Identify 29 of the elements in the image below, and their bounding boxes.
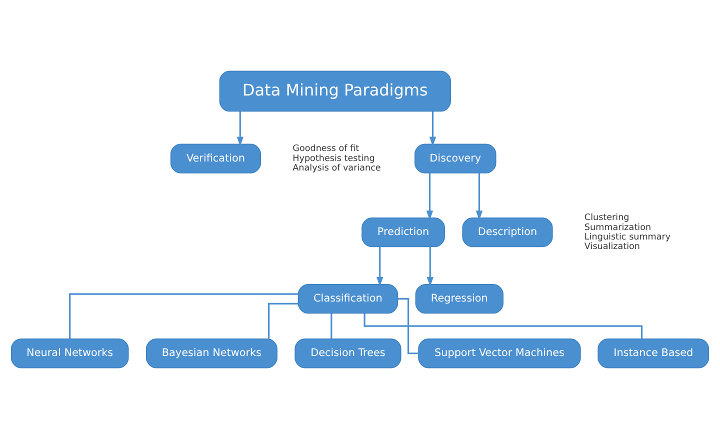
arrow [376,246,384,287]
arrow [426,246,434,287]
node-label: Clustering [584,213,630,224]
arrow [476,173,483,220]
node-box: Instance Based [598,338,710,368]
arrow [429,111,436,146]
connector [330,313,332,339]
node-box: Neural Networks [10,338,129,368]
node-label: Visualization [584,242,640,252]
node-box: Regression [415,284,504,314]
node-box: Data Mining Paradigms [219,70,451,112]
node-box: Description [462,218,553,248]
arrow [426,173,434,220]
node-label: Linguistic summary [584,232,671,242]
node-box: Discovery [414,144,496,174]
node-box: Bayesian Networks [146,338,278,368]
node-box: Classification [298,284,398,314]
node-label: Analysis of variance [292,163,381,174]
connector [268,302,298,339]
node-box: Decision Trees [294,338,402,368]
connector [69,293,298,339]
node-box: Support Vector Machines [418,338,581,368]
node-box: Verification [170,144,261,174]
node-label: Hypothesis testing [292,154,375,164]
node-label: Summarization [584,222,652,233]
node-label: Goodness of fit [292,144,360,154]
node-box: Prediction [362,218,445,248]
arrow [236,111,244,146]
connector [398,298,418,354]
